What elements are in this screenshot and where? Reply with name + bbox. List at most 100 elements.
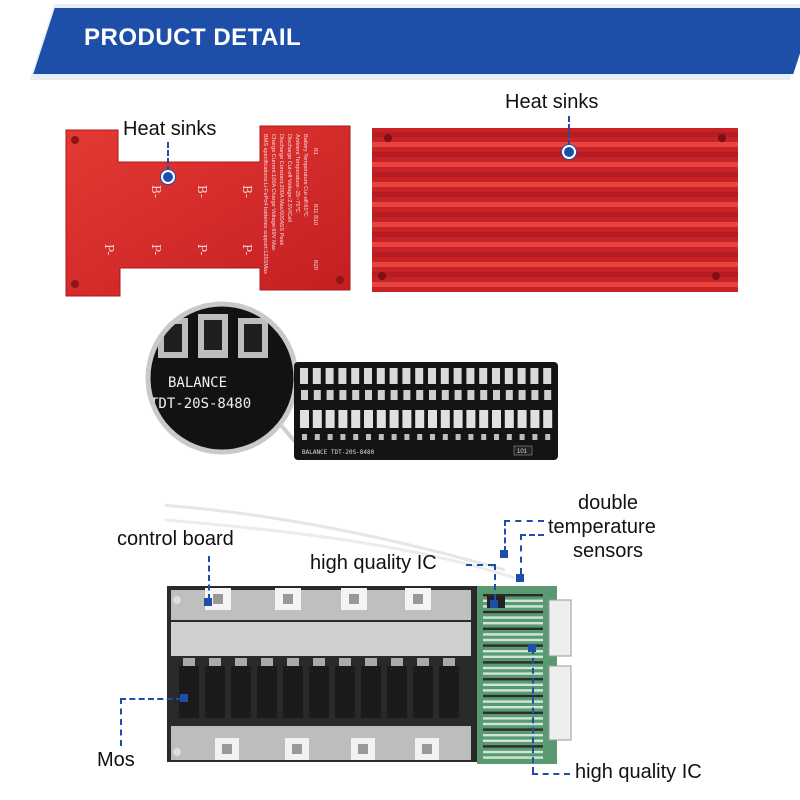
mos-transistor (335, 666, 355, 718)
mos-transistor (361, 666, 381, 718)
pin-label: B1 (312, 148, 318, 155)
balance-component (352, 390, 360, 400)
ic-trace (483, 689, 543, 692)
heatsink-fin (372, 132, 738, 137)
mos-tab (391, 658, 403, 666)
mos-tab (209, 658, 221, 666)
balance-component (325, 410, 335, 428)
balance-component (504, 368, 513, 384)
balance-component (517, 368, 526, 384)
spec-line: Discharge Cut-off Voltage:2.5V/Cell (286, 134, 292, 222)
ic-trace (483, 711, 543, 714)
ic-trace (483, 605, 543, 608)
balance-component (377, 390, 385, 400)
balance-component (453, 410, 463, 428)
ic-trace (483, 683, 543, 686)
balance-component (454, 390, 462, 400)
terminal-screw (422, 744, 432, 754)
heatsink-fin (372, 192, 738, 197)
balance-component (480, 390, 488, 400)
ic-trace (483, 610, 543, 614)
balance-component (429, 390, 436, 400)
callout-marker (204, 598, 212, 606)
ic-trace (483, 661, 543, 664)
heat-sinks-label-left: Heat sinks (123, 118, 217, 140)
heatsink-fin (372, 172, 738, 177)
leader-line (532, 773, 570, 775)
b-minus-label: B- (149, 185, 163, 198)
ic-trace (483, 756, 543, 759)
ic-trace (483, 694, 543, 698)
balance-component (505, 390, 513, 400)
balance-component (351, 368, 360, 384)
leader-line (504, 520, 506, 552)
heatsink-fin (372, 222, 738, 227)
balance-component (518, 390, 526, 400)
ic-trace (483, 678, 543, 681)
terminal-screw (213, 594, 223, 604)
ic-trace (483, 728, 543, 731)
protection-board-image (165, 503, 572, 764)
mos-tab (261, 658, 273, 666)
ic-trace (483, 616, 543, 619)
mos-tab (443, 658, 455, 666)
balance-component (340, 434, 346, 440)
balance-component (300, 410, 309, 428)
heatsink-fin (372, 232, 738, 237)
p-minus-label: P- (240, 244, 254, 255)
balance-component (519, 434, 525, 440)
p-minus-label: P- (195, 244, 209, 255)
spec-line: Ambient Temperature:-25~75℃ (294, 134, 300, 214)
balance-component (300, 368, 308, 384)
balance-component (479, 368, 488, 384)
ic-trace (483, 599, 543, 602)
balance-component (442, 434, 448, 440)
mos-transistor (257, 666, 277, 718)
p-minus-label: P- (149, 244, 163, 255)
balance-component (517, 410, 527, 428)
mos-transistor (179, 666, 199, 718)
balance-component (543, 368, 552, 384)
balance-component (440, 368, 449, 384)
balance-component (543, 410, 553, 428)
ic-trace (483, 594, 543, 597)
balance-component (312, 368, 321, 384)
leader-line (532, 648, 534, 773)
mos-tab (365, 658, 377, 666)
mos-transistor (387, 666, 407, 718)
mos-transistor (231, 666, 251, 718)
balance-component (353, 434, 359, 440)
leader-line (120, 698, 122, 746)
balance-component (364, 410, 373, 428)
high-quality-ic-label-bottom: high quality IC (575, 761, 702, 783)
pin-label: B20 (312, 260, 318, 270)
ic-trace (483, 717, 543, 720)
balance-board-image: BALANCE TDT-20S-8480 101 (294, 362, 558, 460)
leader-line (120, 698, 182, 700)
balance-component (504, 410, 514, 428)
balance-component (376, 368, 385, 384)
mos-transistor (439, 666, 459, 718)
balance-component (402, 410, 412, 428)
mos-tab (287, 658, 299, 666)
heatsink-fin (372, 162, 738, 167)
leader-line (520, 534, 522, 574)
ic-trace (483, 622, 543, 625)
heatsink-fin (372, 282, 738, 287)
balance-component (453, 368, 462, 384)
high-quality-ic-label-top: high quality IC (310, 552, 437, 574)
ic-trace (483, 750, 543, 754)
callout-marker (500, 550, 508, 558)
b-minus-label: B- (240, 185, 254, 198)
p-minus-label: P- (102, 244, 116, 255)
balance-component (441, 390, 449, 400)
balance-component (428, 410, 437, 428)
leader-line (504, 520, 544, 522)
ic-trace (483, 706, 543, 709)
callout-marker (528, 644, 536, 652)
leader-line (466, 564, 494, 566)
callout-marker (516, 574, 524, 582)
finned-heatsink-image (372, 128, 738, 292)
ic-trace (483, 650, 543, 653)
balance-component (506, 434, 512, 440)
